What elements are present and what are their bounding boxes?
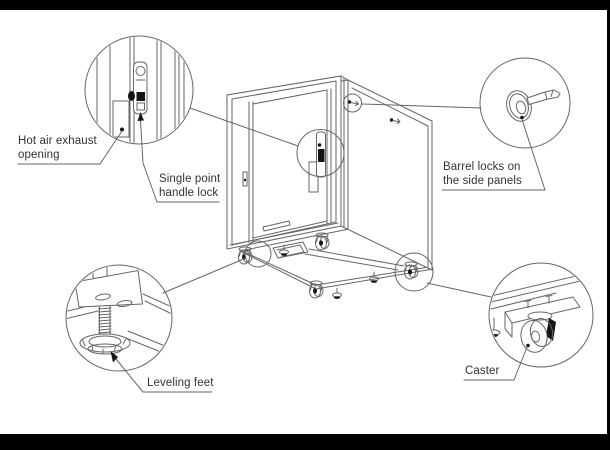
exhaust-opening-zoomed — [112, 100, 130, 138]
label-line: Caster — [465, 365, 500, 377]
handle-leader-arrow — [137, 112, 144, 121]
caster-leader-dot — [526, 343, 530, 348]
leader-lines — [17, 103, 546, 393]
caster-bracket-zoomed — [504, 296, 581, 324]
label-caster: Caster — [465, 364, 499, 378]
caster-marker-circle — [394, 252, 434, 292]
caster-front — [309, 280, 324, 299]
caster-wheel-zoomed — [520, 319, 548, 353]
handle-lock-detail-circle — [84, 35, 194, 145]
door-hinge — [242, 171, 248, 187]
caster-detail-circle — [488, 262, 594, 368]
handle-lock-detail — [96, 37, 185, 143]
handle-marker-circle — [296, 129, 345, 177]
top-letterbox-bar — [0, 0, 610, 10]
label-line: opening — [18, 149, 60, 161]
leveling-marker-circle — [244, 240, 272, 268]
barrel-leader-dot — [520, 115, 524, 120]
label-line: the side panels — [443, 175, 522, 187]
bottom-letterbox-bar — [0, 434, 610, 450]
label-line: handle lock — [159, 187, 219, 199]
label-leveling-feet: Leveling feet — [147, 376, 214, 390]
door-bottom-vent — [262, 220, 291, 232]
foot-bracket-zoomed — [74, 270, 143, 308]
leveling-foot-detail — [67, 266, 171, 355]
label-single-point-handle-lock: Single point handle lock — [159, 172, 220, 200]
barrel-lock-detail-circle — [479, 57, 571, 149]
label-line: Barrel locks on — [443, 161, 521, 173]
label-line: Hot air exhaust — [18, 135, 97, 147]
barrel-lock-marker-2 — [389, 118, 401, 124]
barrel-lock-marker — [347, 100, 359, 106]
barrel-lock-detail — [506, 89, 561, 122]
cabinet-front-face — [226, 75, 342, 250]
foot-knob-zoomed — [79, 333, 131, 353]
exhaust-leader-dot — [120, 127, 124, 132]
key — [526, 89, 561, 105]
barrel-lock-marker-circle — [343, 93, 362, 113]
right-letterbox-bar — [607, 0, 610, 450]
leveling-foot-detail-circle — [65, 264, 173, 372]
cabinet-side-panel — [340, 79, 433, 271]
label-line: Single point — [159, 173, 221, 185]
label-line: Leveling feet — [147, 377, 214, 389]
label-barrel-locks: Barrel locks on the side panels — [443, 160, 522, 188]
label-hot-air-exhaust: Hot air exhaust opening — [18, 134, 97, 162]
caster-detail — [490, 271, 592, 353]
caster-back — [315, 232, 330, 251]
leveling-foot-front — [332, 287, 342, 300]
leveling-leader-arrow — [110, 351, 118, 363]
leveling-foot-mid — [369, 271, 379, 284]
